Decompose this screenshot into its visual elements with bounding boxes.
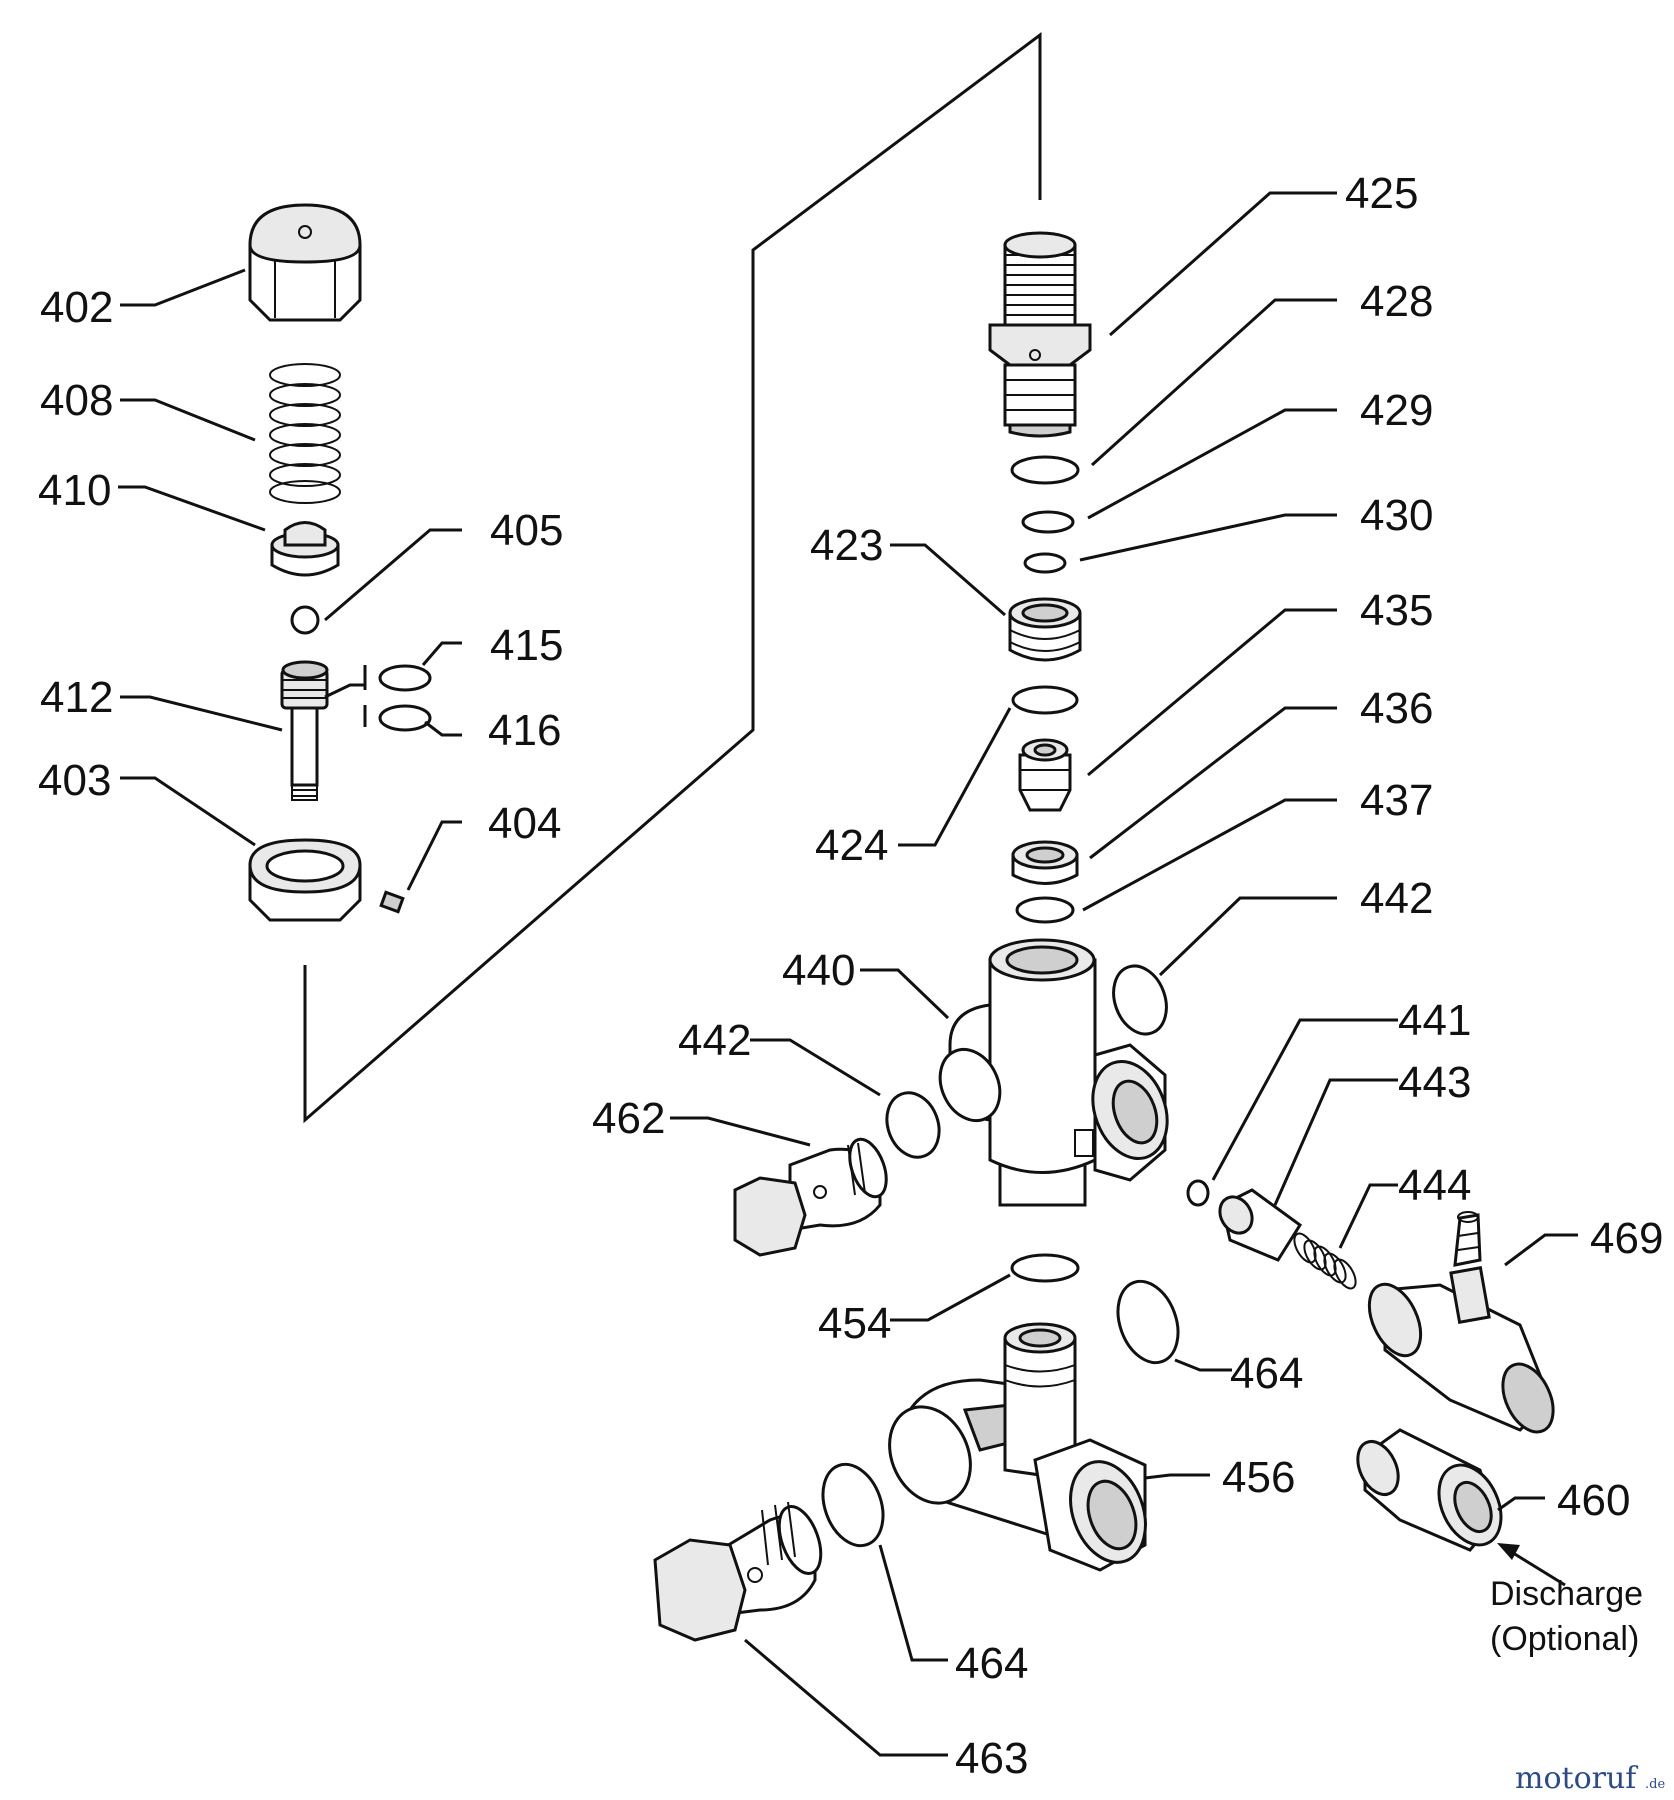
part-412-stem (280, 660, 329, 801)
part-456-tee (888, 1322, 1147, 1572)
part-436-seat (1011, 840, 1079, 885)
part-410-seat (270, 521, 340, 577)
part-454-ring (1010, 1253, 1080, 1283)
label-435: 435 (1360, 586, 1433, 635)
part-444-spring (1293, 1232, 1357, 1290)
label-404: 404 (488, 799, 561, 848)
watermark-logo: motoruf (1515, 1761, 1638, 1796)
part-437-ring (1015, 896, 1075, 924)
part-440-body (938, 938, 1169, 1207)
label-469: 469 (1590, 1214, 1663, 1263)
part-415-ring (378, 664, 432, 692)
part-404-setscrew (379, 890, 405, 914)
part-labels: 402 408 410 405 415 412 416 403 404 425 … (38, 169, 1663, 1783)
part-464-ring-right (1116, 1279, 1180, 1365)
part-441-ring (1186, 1179, 1210, 1207)
assembly-connector-line (303, 32, 1042, 1124)
discharge-optional-label: (Optional) (1490, 1620, 1639, 1658)
label-423: 423 (810, 521, 883, 570)
label-405: 405 (490, 506, 563, 555)
label-410: 410 (38, 466, 111, 515)
part-424-ring (1011, 685, 1079, 715)
part-405-ball (290, 605, 320, 635)
label-444: 444 (1398, 1161, 1471, 1210)
part-442-ring-left (885, 1091, 941, 1159)
part-462-banjo-bolt (733, 1137, 888, 1257)
part-429-ring (1021, 510, 1075, 534)
part-416-ring (378, 704, 432, 732)
part-442-ring-right (1112, 964, 1168, 1036)
leader-415-416-bracket (324, 683, 365, 699)
label-436: 436 (1360, 684, 1433, 733)
label-462: 462 (592, 1094, 665, 1143)
part-430-ring (1023, 552, 1067, 574)
label-440: 440 (782, 946, 855, 995)
label-424: 424 (815, 821, 888, 870)
label-429: 429 (1360, 386, 1433, 435)
label-428: 428 (1360, 277, 1433, 326)
label-442-left: 442 (678, 1016, 751, 1065)
label-403: 403 (38, 756, 111, 805)
label-441: 441 (1398, 996, 1471, 1045)
part-435-valve (1018, 738, 1072, 812)
part-463-banjo-bolt (653, 1501, 823, 1642)
label-464-left: 464 (955, 1639, 1028, 1688)
label-415: 415 (490, 621, 563, 670)
label-442-right: 442 (1360, 874, 1433, 923)
part-460-adapter (1356, 1428, 1503, 1552)
label-412: 412 (40, 673, 113, 722)
part-425-fitting (988, 231, 1092, 438)
label-416: 416 (488, 706, 561, 755)
label-460: 460 (1557, 1476, 1630, 1525)
watermark-suffix: .de (1645, 1777, 1665, 1792)
leader-lines (118, 191, 1578, 1757)
discharge-arrow (1497, 1543, 1566, 1587)
label-454: 454 (818, 1299, 891, 1348)
label-456: 456 (1222, 1453, 1295, 1502)
label-430: 430 (1360, 491, 1433, 540)
part-443-valve (1218, 1188, 1303, 1262)
label-425: 425 (1345, 169, 1418, 218)
part-428-ring (1010, 455, 1080, 485)
part-464-ring-left (821, 1462, 885, 1548)
part-423-seat (1008, 597, 1082, 662)
label-443: 443 (1398, 1058, 1471, 1107)
part-469-fitting (1367, 1211, 1555, 1434)
label-437: 437 (1360, 776, 1433, 825)
label-402: 402 (40, 283, 113, 332)
discharge-label: Discharge (1490, 1575, 1643, 1613)
label-464-right: 464 (1230, 1349, 1303, 1398)
part-403-nut (248, 838, 362, 922)
part-402-cap (248, 203, 362, 322)
label-408: 408 (40, 376, 113, 425)
label-463: 463 (955, 1734, 1028, 1783)
part-408-spring (269, 363, 341, 504)
